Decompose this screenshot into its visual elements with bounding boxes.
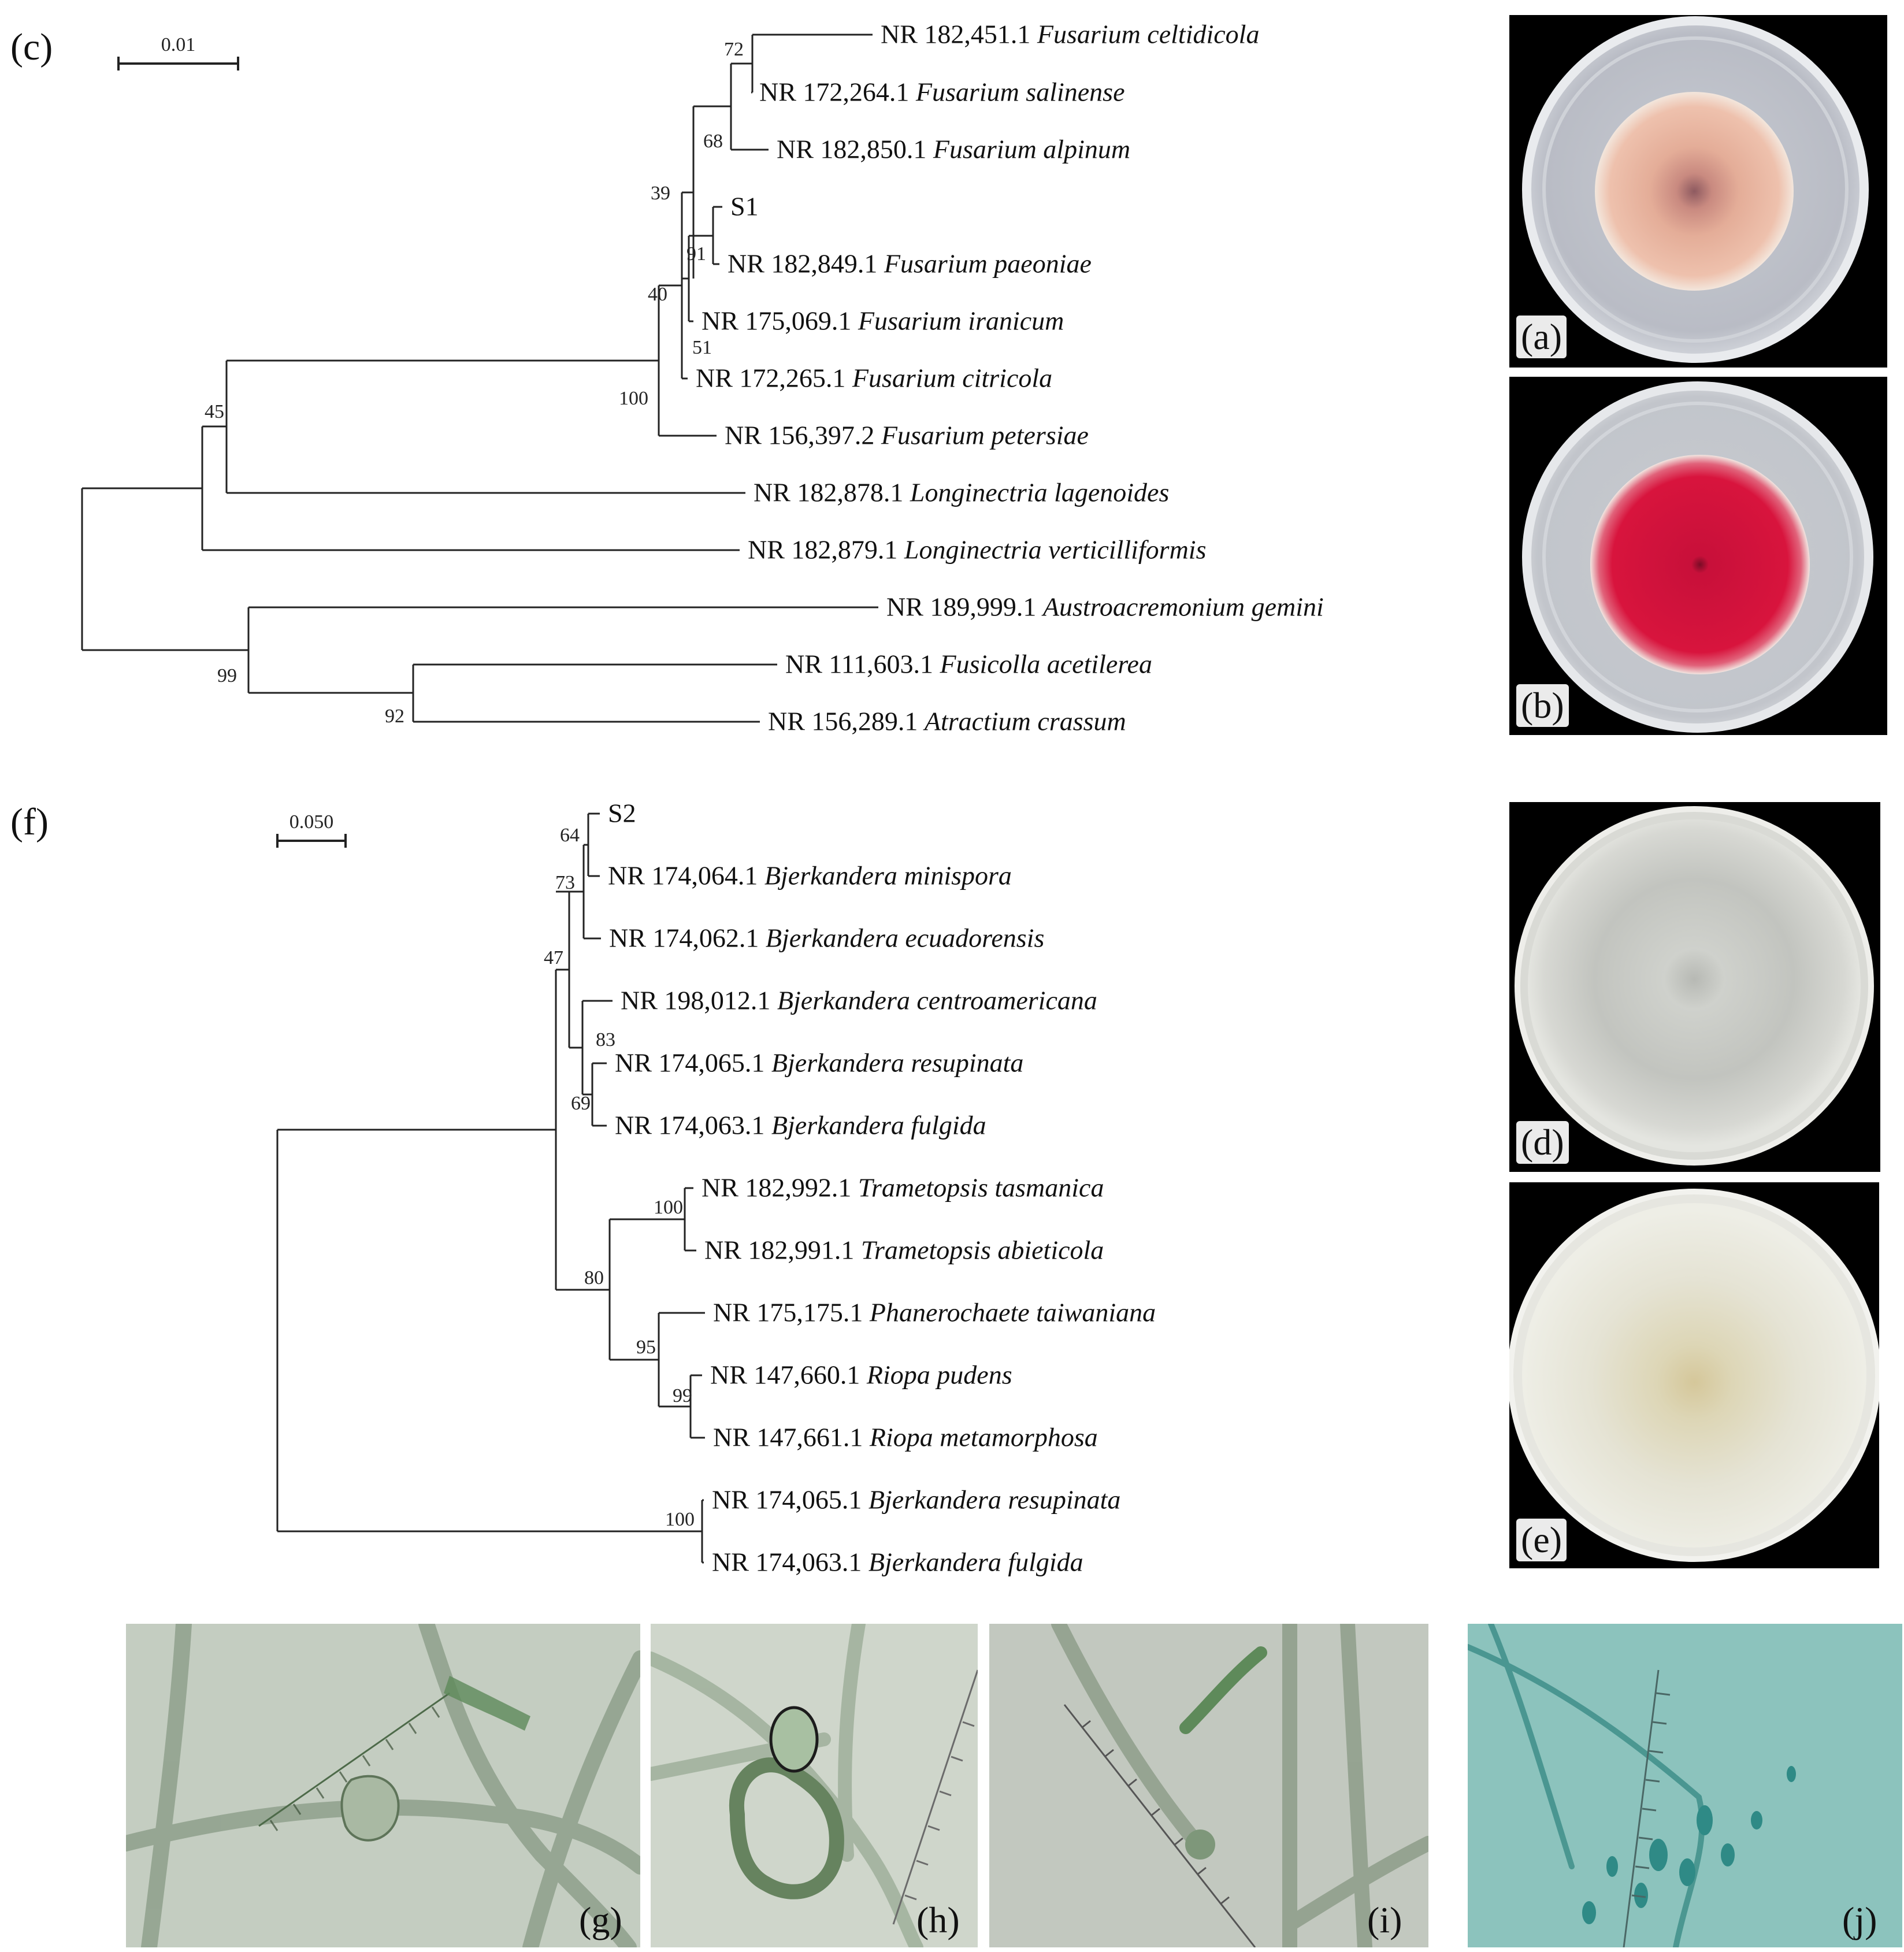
leaf-label-12: NR 156,289.1 Atractium crassum: [768, 707, 1126, 736]
plate-label-e: (e): [1516, 1519, 1567, 1561]
leaf-label-3: S1: [730, 192, 759, 221]
support-m99: 99: [673, 1385, 692, 1407]
scale-bar-label: 0.01: [161, 34, 196, 55]
micrograph-g: (g): [126, 1624, 640, 1947]
leaf-label-8: NR 175,175.1 Phanerochaete taiwaniana: [713, 1298, 1156, 1327]
petri-dish-d: [1515, 806, 1874, 1166]
leaf-label-7: NR 156,397.2 Fusarium petersiae: [725, 421, 1089, 450]
leaf-label-6: NR 172,265.1 Fusarium citricola: [696, 363, 1052, 393]
micrograph-j: (j): [1468, 1624, 1902, 1947]
leaf-label-10: NR 147,661.1 Riopa metamorphosa: [713, 1423, 1098, 1452]
support-n100: 100: [619, 388, 648, 409]
plate-photo-d: (d): [1509, 802, 1880, 1172]
plate-label-b: (b): [1516, 684, 1569, 727]
micrograph-label-i: (i): [1367, 1899, 1402, 1940]
leaf-label-10: NR 189,999.1 Austroacremonium gemini: [886, 592, 1324, 622]
support-m47: 47: [544, 947, 563, 968]
leaf-label-11: NR 174,065.1 Bjerkandera resupinata: [712, 1485, 1120, 1515]
scale-bar-label: 0.050: [290, 811, 334, 833]
leaf-label-8: NR 182,878.1 Longinectria lagenoides: [754, 478, 1169, 507]
plate-photo-b: (b): [1509, 377, 1887, 735]
support-n40: 40: [648, 284, 667, 305]
leaf-label-9: NR 147,660.1 Riopa pudens: [710, 1360, 1012, 1390]
plate-photo-e: (e): [1509, 1182, 1879, 1568]
leaf-label-12: NR 174,063.1 Bjerkandera fulgida: [712, 1548, 1083, 1577]
support-n99: 99: [217, 665, 237, 686]
support-n91: 91: [686, 243, 706, 265]
leaf-label-7: NR 182,991.1 Trametopsis abieticola: [704, 1235, 1104, 1265]
support-n72: 72: [724, 39, 744, 60]
petri-dish-a: [1522, 16, 1869, 363]
leaf-label-6: NR 182,992.1 Trametopsis tasmanica: [702, 1173, 1104, 1203]
support-n92: 92: [385, 706, 404, 727]
leaf-label-1: NR 172,264.1 Fusarium salinense: [759, 77, 1125, 107]
micrograph-i: (i): [989, 1624, 1428, 1947]
micrograph-label-g: (g): [579, 1899, 622, 1940]
plate-label-d: (d): [1516, 1121, 1569, 1164]
support-n39: 39: [651, 183, 670, 204]
panel-label-f: (f): [10, 801, 49, 843]
micrograph-label-h: (h): [916, 1899, 960, 1940]
leaf-label-2: NR 174,062.1 Bjerkandera ecuadorensis: [609, 923, 1044, 953]
leaf-label-1: NR 174,064.1 Bjerkandera minispora: [608, 861, 1012, 890]
leaf-label-9: NR 182,879.1 Longinectria verticilliform…: [748, 535, 1206, 565]
panel-label-c: (c): [10, 26, 53, 68]
leaf-label-11: NR 111,603.1 Fusicolla acetilerea: [785, 650, 1152, 679]
phylogenetic-tree-c: NR 182,451.1 Fusarium celtidicola NR 172,…: [81, 20, 1324, 736]
support-m83: 83: [596, 1029, 615, 1051]
leaf-label-4: NR 182,849.1 Fusarium paeoniae: [728, 249, 1092, 279]
micrograph-label-j: (j): [1842, 1899, 1877, 1940]
petri-dish-e: [1509, 1189, 1879, 1562]
support-m100a: 100: [654, 1197, 683, 1218]
hyphae-drawing-i: [989, 1624, 1428, 1947]
hyphae-drawing-j: [1468, 1624, 1902, 1947]
petri-dish-b: [1522, 381, 1873, 733]
leaf-label-2: NR 182,850.1 Fusarium alpinum: [777, 135, 1130, 164]
hyphae-drawing-g: [126, 1624, 640, 1947]
leaf-label-5: NR 175,069.1 Fusarium iranicum: [702, 306, 1064, 336]
leaf-label-5: NR 174,063.1 Bjerkandera fulgida: [615, 1111, 986, 1140]
support-m73: 73: [555, 872, 575, 893]
support-m80: 80: [584, 1267, 604, 1289]
plate-label-a: (a): [1516, 316, 1567, 358]
support-m95: 95: [636, 1337, 656, 1358]
support-n68: 68: [703, 131, 723, 152]
leaf-label-0: NR 182,451.1 Fusarium celtidicola: [881, 20, 1259, 49]
support-m64: 64: [560, 825, 580, 846]
hyphae-drawing-h: [651, 1624, 978, 1947]
micrograph-h: (h): [651, 1624, 978, 1947]
leaf-label-0: S2: [608, 799, 636, 828]
plate-photo-a: (a): [1509, 15, 1887, 368]
support-m100b: 100: [665, 1509, 695, 1530]
phylogenetic-tree-f: S2 NR 174,064.1 Bjerkandera minispora NR 1…: [276, 799, 1156, 1577]
leaf-label-4: NR 174,065.1 Bjerkandera resupinata: [615, 1048, 1023, 1078]
leaf-label-3: NR 198,012.1 Bjerkandera centroamericana: [621, 986, 1097, 1015]
support-n45: 45: [205, 401, 224, 422]
support-m69: 69: [571, 1093, 591, 1114]
support-n51: 51: [692, 337, 712, 358]
